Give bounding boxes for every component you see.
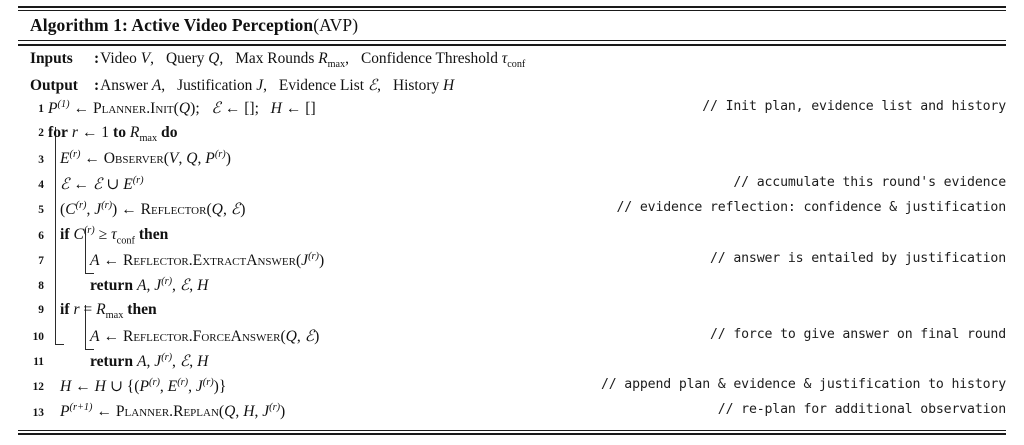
statement: H ← H ∪ {(P(r), E(r), J(r))} [60, 377, 227, 396]
statement: P(1) ← Planner.Init(Q); ℰ ← []; H ← [] [48, 98, 316, 118]
statement: if r = Rmax then [60, 301, 157, 322]
inputs-row: Inputs : Video V,Query Q,Max Rounds Rmax… [30, 49, 1006, 76]
code-line: 3 E(r) ← Observer(V, Q, P(r)) [18, 149, 1006, 174]
code-line: 13 P(r+1) ← Planner.Replan(Q, H, J(r)) /… [18, 402, 1007, 427]
inputs-label: Inputs [30, 49, 73, 67]
code-line: 11 return A, J(r), ℰ, H [18, 352, 1006, 377]
line-comment: // append plan & evidence & justificatio… [600, 377, 1006, 393]
output-row: Output : Answer A,Justification J,Eviden… [30, 75, 1006, 97]
output-label: Output [30, 77, 78, 95]
statement: A ← Reflector.ExtractAnswer(J(r)) [90, 250, 325, 269]
line-content: (C(r), J(r)) ← Reflector(Q, ℰ) [48, 200, 1006, 219]
line-content: H ← H ∪ {(P(r), E(r), J(r))} [48, 377, 1006, 396]
line-content: ℰ ← ℰ ∪ E(r) [48, 175, 1006, 194]
inputs-colon: : [94, 49, 100, 67]
statement: (C(r), J(r)) ← Reflector(Q, ℰ) [60, 200, 246, 219]
line-number: 5 [38, 204, 44, 217]
line-number: 10 [32, 330, 44, 343]
inputs-values: Video V,Query Q,Max Rounds Rmax,Confiden… [100, 49, 526, 70]
line-number: 1 [38, 103, 44, 116]
line-number: 12 [32, 381, 44, 394]
algorithm-title-name: Active Video Perception [127, 15, 314, 36]
code-line: 4 ℰ ← ℰ ∪ E(r) // accumulate this round'… [18, 175, 1006, 200]
line-comment: // Init plan, evidence list and history [702, 98, 1006, 114]
statement: ℰ ← ℰ ∪ E(r) [60, 174, 144, 193]
statement: for r ← 1 to Rmax do [48, 124, 178, 145]
code-line: 9 if r = Rmax then [18, 301, 1006, 326]
line-content: P(1) ← Planner.Init(Q); ℰ ← []; H ← [] [48, 99, 1006, 118]
bottom-rule-thick [18, 433, 1006, 436]
code-line: 10 A ← Reflector.ForceAnswer(Q, ℰ) // fo… [18, 326, 1007, 352]
line-content: A ← Reflector.ExtractAnswer(J(r)) [48, 251, 1006, 270]
line-number: 7 [38, 254, 44, 267]
line-comment: // answer is entailed by justification [709, 250, 1006, 266]
line-number: 4 [38, 178, 44, 191]
algorithm-code-body: 1 P(1) ← Planner.Init(Q); ℰ ← []; H ← []… [18, 98, 1007, 430]
title-rule-thin [18, 40, 1006, 42]
bottom-rule-thin [18, 429, 1006, 431]
statement: return A, J(r), ℰ, H [90, 275, 209, 295]
line-content: for r ← 1 to Rmax do [48, 124, 1006, 144]
line-content: A ← Reflector.ForceAnswer(Q, ℰ) [48, 327, 1006, 346]
line-number: 13 [32, 406, 44, 419]
algorithm-title: Algorithm 1: Active Video Perception(AVP… [18, 11, 1006, 40]
algorithm-title-abbrev: (AVP) [313, 15, 359, 36]
top-rule-thin [18, 10, 1006, 12]
statement: P(r+1) ← Planner.Replan(Q, H, J(r)) [60, 402, 286, 421]
line-number: 6 [38, 229, 44, 242]
statement: if C(r) ≥ τconf then [60, 225, 169, 247]
code-line: 2 for r ← 1 to Rmax do [18, 124, 1006, 149]
line-number: 9 [38, 304, 44, 317]
code-line: 8 return A, J(r), ℰ, H [18, 276, 1006, 301]
algorithm-title-label: Algorithm 1: [30, 15, 128, 36]
code-line: 7 A ← Reflector.ExtractAnswer(J(r)) // a… [18, 251, 1006, 276]
line-number: 11 [33, 356, 44, 369]
output-values: Answer A,Justification J,Evidence List ℰ… [100, 76, 455, 95]
output-colon: : [94, 77, 100, 95]
title-rule-thick [18, 43, 1006, 46]
line-comment: // accumulate this round's evidence [733, 174, 1006, 190]
line-content: if r = Rmax then [48, 301, 1006, 321]
code-line: 12 H ← H ∪ {(P(r), E(r), J(r))} // appen… [18, 377, 1007, 402]
io-block: Inputs : Video V,Query Q,Max Rounds Rmax… [18, 46, 1006, 98]
line-content: return A, J(r), ℰ, H [48, 352, 1006, 371]
line-number: 2 [38, 127, 44, 140]
statement: A ← Reflector.ForceAnswer(Q, ℰ) [90, 326, 320, 345]
statement: E(r) ← Observer(V, Q, P(r)) [60, 149, 231, 168]
line-comment: // evidence reflection: confidence & jus… [616, 200, 1007, 216]
statement: return A, J(r), ℰ, H [90, 351, 209, 371]
algorithm-block: Algorithm 1: Active Video Perception(AVP… [18, 6, 1007, 436]
code-line: 5 (C(r), J(r)) ← Reflector(Q, ℰ) // evid… [18, 200, 1006, 225]
code-line: 6 if C(r) ≥ τconf then [18, 225, 1006, 250]
line-content: return A, J(r), ℰ, H [48, 276, 1006, 295]
code-line: 1 P(1) ← Planner.Init(Q); ℰ ← []; H ← []… [18, 99, 1006, 124]
line-content: P(r+1) ← Planner.Replan(Q, H, J(r)) [48, 402, 1006, 421]
line-content: if C(r) ≥ τconf then [48, 225, 1006, 246]
line-comment: // force to give answer on final round [709, 326, 1006, 342]
line-number: 3 [38, 153, 44, 166]
line-content: E(r) ← Observer(V, Q, P(r)) [48, 149, 1006, 168]
line-number: 8 [38, 280, 44, 293]
line-comment: // re-plan for additional observation [717, 402, 1006, 418]
top-rule-thick [18, 6, 1006, 8]
